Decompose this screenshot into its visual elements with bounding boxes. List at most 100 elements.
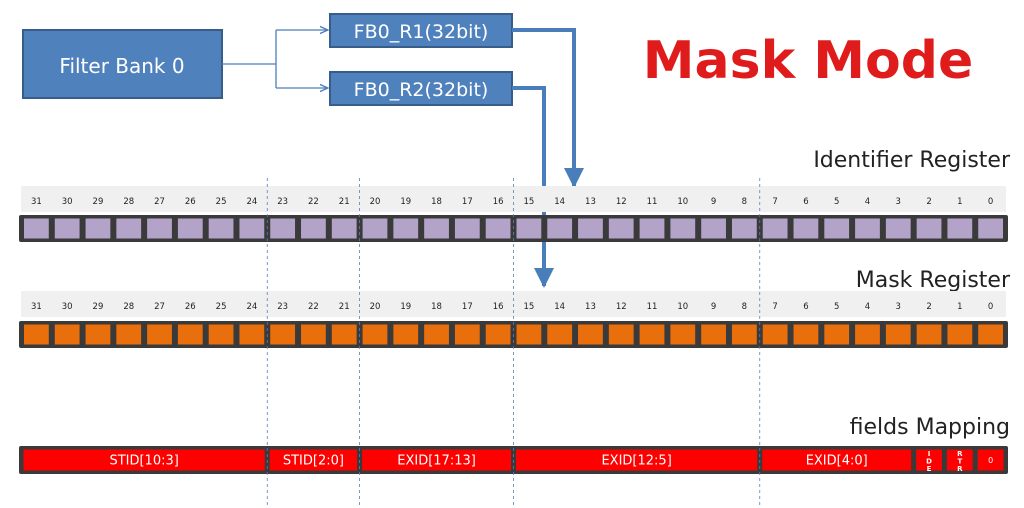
mask-bit-number: 1 (957, 302, 962, 312)
identifier-bit-number: 21 (339, 197, 350, 207)
mask-bit-number: 29 (93, 302, 104, 312)
mask-bit-cell (208, 324, 234, 345)
mask-bit-number: 4 (865, 302, 870, 312)
identifier-bit-number: 20 (370, 197, 381, 207)
mask-bit-number: 11 (647, 302, 658, 312)
identifier-bit-cell (793, 218, 819, 239)
mask-bit-cell (824, 324, 850, 345)
mask-bit-number: 28 (123, 302, 134, 312)
mask-bit-cell (331, 324, 357, 345)
r1-to-identifier-arrow (512, 28, 584, 188)
mask-bit-cell (885, 324, 911, 345)
mask-bit-cell (424, 324, 449, 345)
mask-bit-cell (393, 324, 419, 345)
identifier-bit-number: 18 (431, 197, 442, 207)
identifier-bit-cell (147, 218, 172, 239)
identifier-bit-number: 8 (742, 197, 747, 207)
mask-bit-number: 10 (677, 302, 688, 312)
identifier-bit-number: 27 (154, 197, 165, 207)
mask-bit-number: 14 (554, 302, 565, 312)
mask-bit-cell (516, 324, 542, 345)
field-cell (362, 449, 511, 471)
mask-bit-number: 15 (523, 302, 534, 312)
field-boundary-guides (266, 178, 761, 505)
identifier-bit-cell (947, 218, 973, 239)
bank-connectors (222, 30, 328, 88)
field-label: STID[2:0] (283, 454, 344, 469)
identifier-bit-cell (608, 218, 634, 239)
mask-bit-number: 13 (585, 302, 596, 312)
mask-bit-number: 12 (616, 302, 627, 312)
mask-bit-number: 30 (62, 302, 73, 312)
mask-bit-number: 7 (772, 302, 777, 312)
identifier-bit-cell (670, 218, 696, 239)
mask-bit-cell (701, 324, 726, 345)
page-title: Mask Mode (643, 31, 973, 91)
identifier-bit-cell (54, 218, 80, 239)
identifier-bit-number: 15 (523, 197, 534, 207)
identifier-bit-cell (208, 218, 234, 239)
mask-bit-cell (547, 324, 573, 345)
field-cell (762, 449, 912, 471)
identifier-bit-cell (485, 218, 511, 239)
mask-bit-number: 8 (742, 302, 747, 312)
mask-bit-cell (485, 324, 511, 345)
identifier-bit-number: 3 (896, 197, 901, 207)
fb0-r1-box: FB0_R1(32bit) (329, 13, 513, 48)
mask-bit-cell (362, 324, 388, 345)
mask-bit-cell (85, 324, 111, 345)
mask-bit-cell (670, 324, 696, 345)
field-label: EXID[12:5] (601, 454, 671, 469)
identifier-bit-number: 7 (772, 197, 777, 207)
identifier-bit-cell (855, 218, 880, 239)
identifier-bit-cell (85, 218, 111, 239)
fields-mapping-label: fields Mapping (850, 415, 1010, 440)
fb0-r1-label: FB0_R1(32bit) (354, 21, 489, 43)
identifier-bit-number: 10 (677, 197, 688, 207)
identifier-bit-cell (301, 218, 326, 239)
fb0-r2-label: FB0_R2(32bit) (354, 79, 489, 101)
identifier-bit-cell (24, 218, 49, 239)
mask-bit-cell (762, 324, 788, 345)
identifier-bit-number: 24 (246, 197, 257, 207)
identifier-bit-cell (116, 218, 142, 239)
field-cell (23, 449, 265, 471)
identifier-bit-number: 0 (988, 197, 993, 207)
mask-bit-cell (639, 324, 665, 345)
identifier-register-label: Identifier Register (813, 148, 1011, 173)
field-cell (516, 449, 758, 471)
identifier-bit-number: 22 (308, 197, 319, 207)
mask-bit-cell (54, 324, 80, 345)
identifier-bit-cell (393, 218, 419, 239)
identifier-bit-number: 25 (216, 197, 227, 207)
identifier-bit-number: 30 (62, 197, 73, 207)
mask-bit-cell (947, 324, 973, 345)
identifier-bit-number: 9 (711, 197, 716, 207)
identifier-bit-number: 29 (93, 197, 104, 207)
field-label: EXID[4:0] (806, 454, 868, 469)
field-cell (977, 449, 1004, 471)
identifier-bit-cell (762, 218, 788, 239)
filter-bank-box: Filter Bank 0 (22, 29, 223, 99)
mask-bit-number: 2 (926, 302, 931, 312)
identifier-bit-number: 26 (185, 197, 196, 207)
mask-bit-cell (978, 324, 1003, 345)
mask-register-label: Mask Register (856, 268, 1011, 293)
identifier-bit-number: 13 (585, 197, 596, 207)
identifier-bit-number: 1 (957, 197, 962, 207)
identifier-bit-number: 16 (493, 197, 504, 207)
identifier-bit-number: 28 (123, 197, 134, 207)
mask-bit-cell (855, 324, 880, 345)
field-label: STID[10:3] (109, 454, 178, 469)
mask-bit-number: 0 (988, 302, 993, 312)
mask-bit-cell (239, 324, 265, 345)
identifier-bit-cell (639, 218, 665, 239)
mask-bit-number: 23 (277, 302, 288, 312)
mask-bit-cell (454, 324, 480, 345)
mask-bit-number: 18 (431, 302, 442, 312)
mask-bit-cell (608, 324, 634, 345)
identifier-bit-cell (239, 218, 265, 239)
